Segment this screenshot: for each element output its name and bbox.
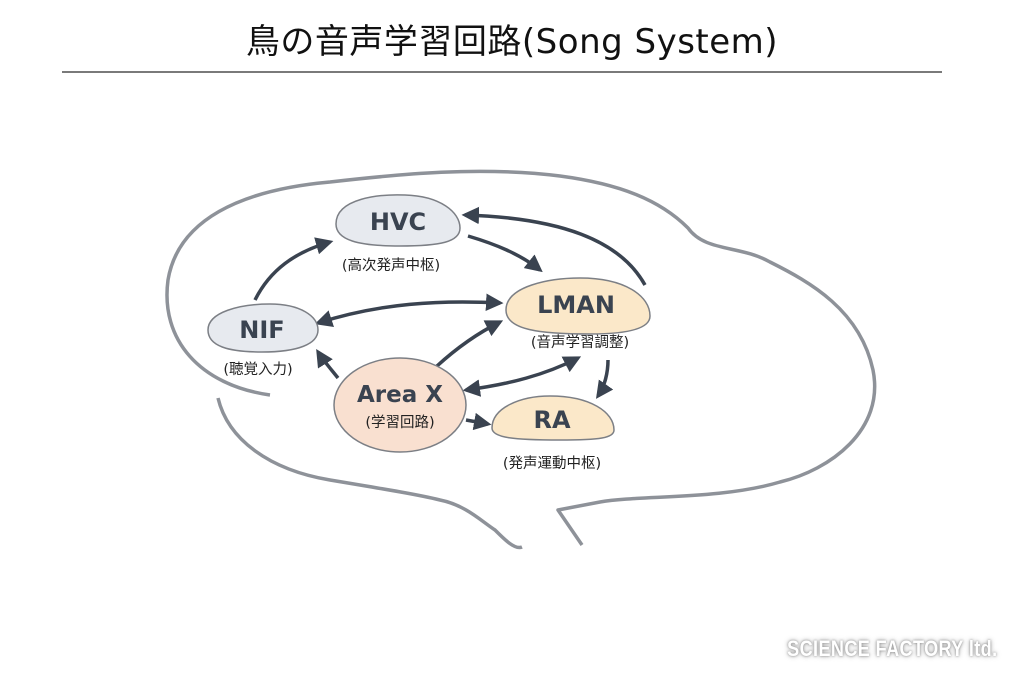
- node-lman-label: LMAN: [537, 291, 615, 319]
- arrow-nif-lman-bidirectional: [314, 293, 504, 328]
- arrow-areax-to-nif: [316, 349, 340, 380]
- arrow-areax-lman-bidirectional: [462, 356, 582, 397]
- title-divider: [62, 71, 942, 73]
- node-areax: Area X (学習回路): [333, 357, 467, 453]
- node-lman-sublabel: (音声学習調整): [531, 333, 629, 351]
- arrow-lman-to-ra: [595, 359, 614, 399]
- arrow-nif-to-hvc: [253, 237, 334, 301]
- node-hvc: HVC (高次発声中枢): [335, 194, 461, 274]
- node-areax-sublabel: (学習回路): [365, 414, 434, 431]
- node-areax-label: Area X: [357, 382, 443, 408]
- node-ra: RA (発声運動中枢): [491, 395, 615, 472]
- arrow-hvc-to-lman: [467, 234, 543, 273]
- node-nif: NIF (聴覚入力): [207, 303, 319, 378]
- node-ra-sublabel: (発声運動中枢): [503, 454, 601, 472]
- node-nif-label: NIF: [239, 316, 284, 344]
- brain-outline: [165, 169, 877, 546]
- page-title: 鳥の音声学習回路(Song System): [245, 22, 779, 62]
- node-lman: LMAN (音声学習調整): [505, 277, 651, 351]
- connection-arrows: [253, 206, 647, 431]
- arrow-areax-to-ra: [465, 412, 492, 431]
- node-hvc-label: HVC: [370, 208, 426, 236]
- node-ra-label: RA: [533, 406, 570, 434]
- arrow-areax-to-lman: [435, 320, 504, 368]
- node-hvc-sublabel: (高次発声中枢): [342, 256, 440, 274]
- watermark-logo: SCIENCE FACTORY ltd.: [787, 636, 998, 661]
- arrow-lman-to-hvc: [461, 206, 647, 286]
- node-nif-sublabel: (聴覚入力): [223, 361, 292, 378]
- brain-lower-outline: [216, 397, 523, 550]
